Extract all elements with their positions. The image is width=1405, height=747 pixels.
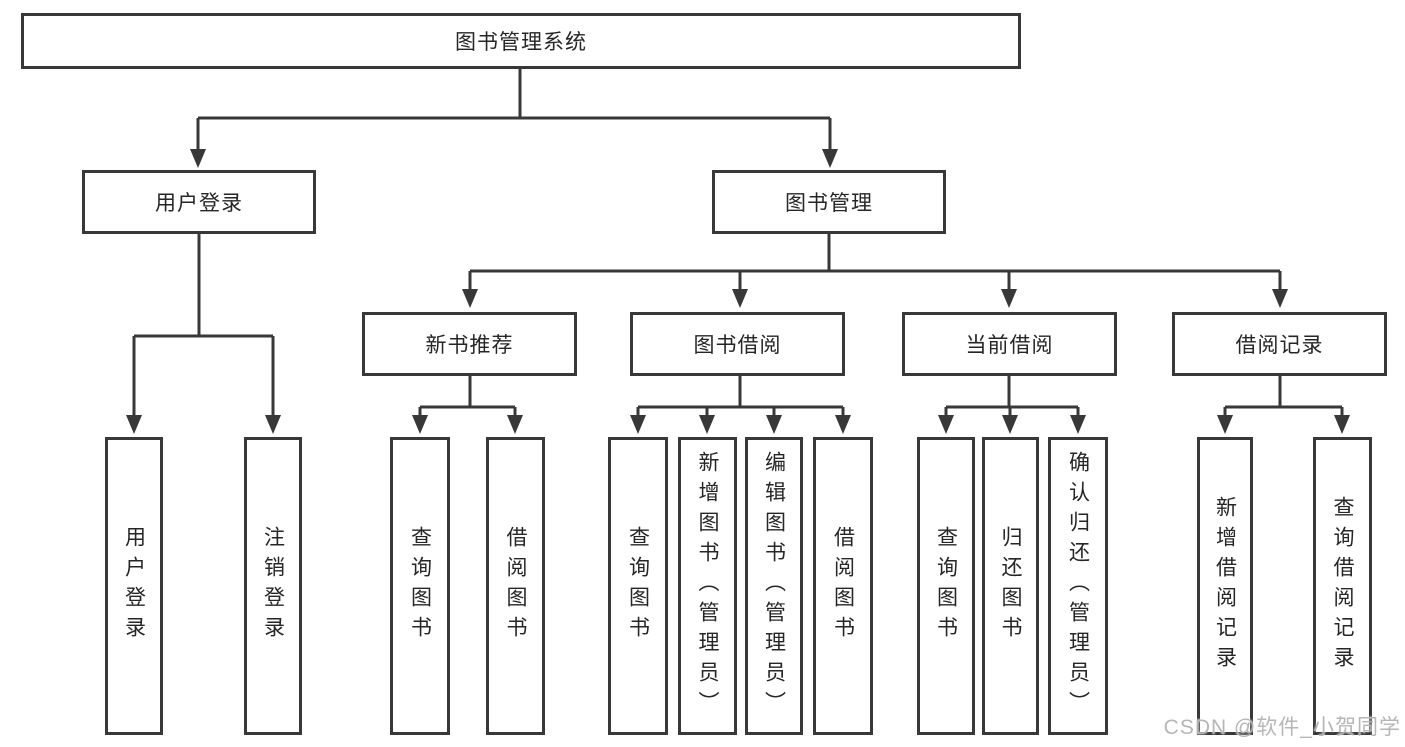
node-book-mgmt-branch: 图书管理 — [712, 170, 946, 234]
leaf-query-borrow-record: 查询借阅记录 — [1313, 437, 1372, 735]
edge-new-book-rec-to-leaves — [412, 376, 523, 434]
leaf-confirm-return-admin: 确认归还（管理员） — [1048, 437, 1108, 735]
node-new-book-rec: 新书推荐 — [362, 312, 577, 376]
leaf-query-borrow-record-label: 查询借阅记录 — [1331, 496, 1354, 676]
leaf-edit-books-admin-label: 编辑图书（管理员） — [762, 451, 786, 721]
edge-book-mgmt-to-groups — [462, 234, 1288, 308]
node-book-mgmt-branch-label: 图书管理 — [785, 192, 873, 215]
leaf-logout-label: 注销登录 — [261, 526, 285, 646]
edge-user-login-to-leaves — [126, 234, 281, 434]
node-current-borrow-label: 当前借阅 — [965, 334, 1054, 357]
leaf-borrow-books-label: 借阅图书 — [831, 526, 855, 646]
edge-book-borrow-to-leaves — [630, 376, 851, 434]
node-new-book-rec-label: 新书推荐 — [425, 334, 514, 357]
leaf-rec-query-books-label: 查询图书 — [408, 526, 432, 646]
node-root: 图书管理系统 — [21, 13, 1021, 69]
leaf-rec-query-books: 查询图书 — [390, 437, 450, 735]
node-borrow-records-label: 借阅记录 — [1235, 334, 1324, 357]
leaf-current-query-books: 查询图书 — [917, 437, 975, 735]
leaf-add-books-admin-label: 新增图书（管理员） — [696, 451, 719, 721]
edge-root-to-branches — [190, 69, 838, 168]
leaf-add-borrow-record: 新增借阅记录 — [1197, 437, 1253, 735]
node-user-login-branch-label: 用户登录 — [155, 192, 243, 215]
leaf-return-books: 归还图书 — [982, 437, 1039, 735]
leaf-borrow-query-books: 查询图书 — [608, 437, 668, 735]
leaf-add-borrow-record-label: 新增借阅记录 — [1213, 496, 1237, 676]
leaf-confirm-return-admin-label: 确认归还（管理员） — [1066, 451, 1090, 721]
leaf-return-books-label: 归还图书 — [999, 526, 1022, 646]
leaf-user-login: 用户登录 — [105, 437, 163, 735]
node-user-login-branch: 用户登录 — [82, 170, 316, 234]
leaf-borrow-books: 借阅图书 — [813, 437, 873, 735]
node-borrow-records: 借阅记录 — [1172, 312, 1387, 376]
leaf-logout: 注销登录 — [244, 437, 302, 735]
node-book-borrow: 图书借阅 — [630, 312, 845, 376]
node-book-borrow-label: 图书借阅 — [693, 334, 782, 357]
node-root-label: 图书管理系统 — [455, 31, 587, 54]
node-current-borrow: 当前借阅 — [902, 312, 1117, 376]
leaf-rec-borrow-books: 借阅图书 — [486, 437, 545, 735]
leaf-edit-books-admin: 编辑图书（管理员） — [745, 437, 803, 735]
edge-current-borrow-to-leaves — [938, 376, 1086, 434]
leaf-user-login-label: 用户登录 — [122, 526, 146, 646]
edge-borrow-records-to-leaves — [1217, 376, 1350, 434]
csdn-watermark: CSDN @软件_小贺同学 — [1163, 716, 1401, 739]
leaf-current-query-books-label: 查询图书 — [934, 526, 958, 646]
leaf-borrow-query-books-label: 查询图书 — [626, 526, 650, 646]
leaf-add-books-admin: 新增图书（管理员） — [678, 437, 737, 735]
leaf-rec-borrow-books-label: 借阅图书 — [504, 526, 527, 646]
